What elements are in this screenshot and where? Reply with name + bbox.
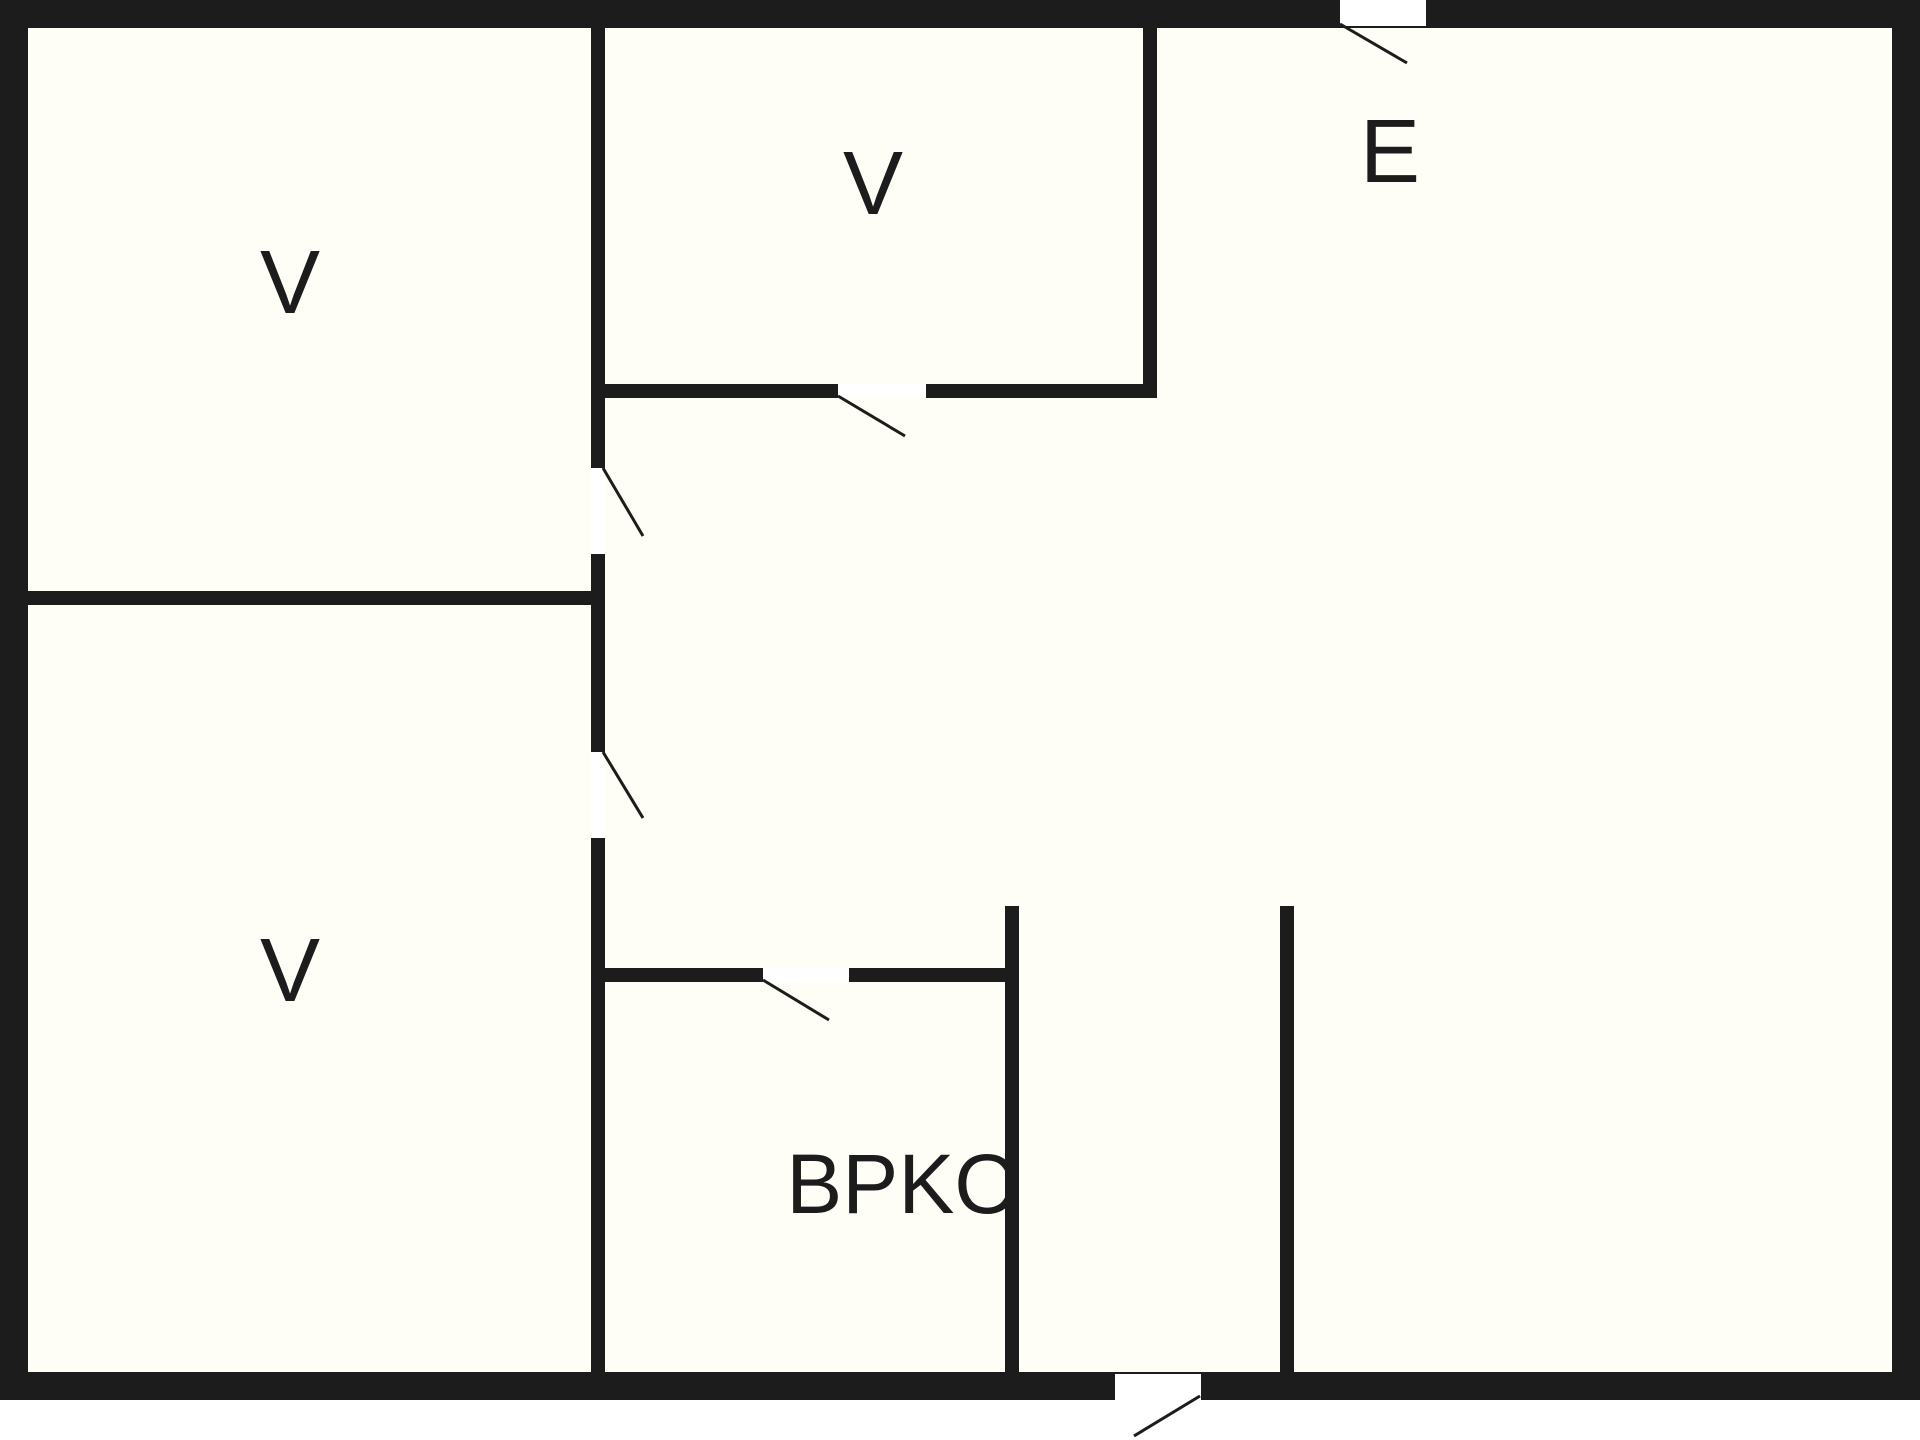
wall-horizontal-left-rooms <box>20 591 605 605</box>
wall-vertical-top-middle-room <box>1143 20 1157 398</box>
door-swing-bathroom <box>762 978 830 1022</box>
door-swing-entrance-top <box>1339 22 1408 65</box>
door-gap-entrance-top <box>1340 0 1426 26</box>
wall-vertical-left-column <box>591 20 605 1380</box>
room-label-bedroom-top-middle: V <box>843 134 903 234</box>
door-swing-top-middle-room <box>837 394 906 438</box>
wall-bottom <box>0 1372 1920 1400</box>
door-gap-top-middle-room <box>838 384 926 398</box>
door-gap-top-left-room <box>591 468 605 554</box>
floor-area <box>14 14 1898 1386</box>
door-gap-bathroom <box>763 968 849 982</box>
door-swing-bottom-exit <box>1133 1394 1201 1438</box>
door-swing-bottom-left-room <box>601 751 645 819</box>
room-label-bedroom-top-left: V <box>260 233 320 333</box>
wall-vertical-bathroom <box>1005 906 1019 1380</box>
wall-right <box>1892 0 1920 1400</box>
door-swings <box>601 22 1408 1438</box>
room-label-entrance: E <box>1360 102 1420 202</box>
door-swing-top-left-room <box>601 467 645 537</box>
door-gap-bottom-exit <box>1115 1374 1201 1400</box>
wall-left <box>0 0 28 1400</box>
wall-vertical-corridor <box>1280 906 1294 1380</box>
wall-top <box>0 0 1920 28</box>
outer-walls <box>0 0 1920 1400</box>
room-label-bedroom-bottom-left: V <box>260 921 320 1021</box>
door-gap-bottom-left-room <box>591 752 605 838</box>
room-label-bathroom: BPKO <box>786 1137 1019 1231</box>
door-openings <box>591 0 1426 1400</box>
